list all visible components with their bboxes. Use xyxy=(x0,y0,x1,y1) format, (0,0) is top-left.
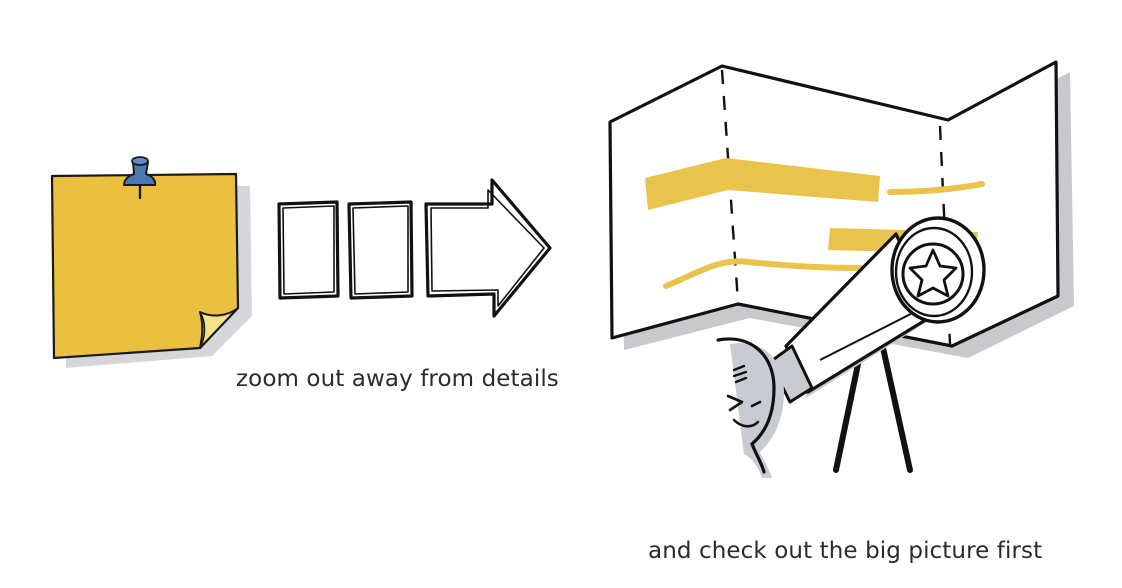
arrow-segment-1 xyxy=(277,200,340,300)
progress-arrow-icon xyxy=(277,178,552,318)
person-face-icon xyxy=(716,337,784,478)
map-highlight-line-1 xyxy=(887,181,985,195)
caption-zoom-out: zoom out away from details xyxy=(236,366,559,392)
star-icon xyxy=(908,248,958,298)
arrow-head xyxy=(424,178,552,318)
caption-big-picture: and check out the big picture first xyxy=(648,538,1043,564)
sticky-note-icon xyxy=(50,172,252,368)
map-highlight-bar-1 xyxy=(645,158,880,210)
map-highlight-line-2 xyxy=(663,258,865,289)
arrow-segment-2 xyxy=(347,200,414,300)
telescope-icon xyxy=(768,216,986,473)
push-pin-icon xyxy=(122,156,157,200)
